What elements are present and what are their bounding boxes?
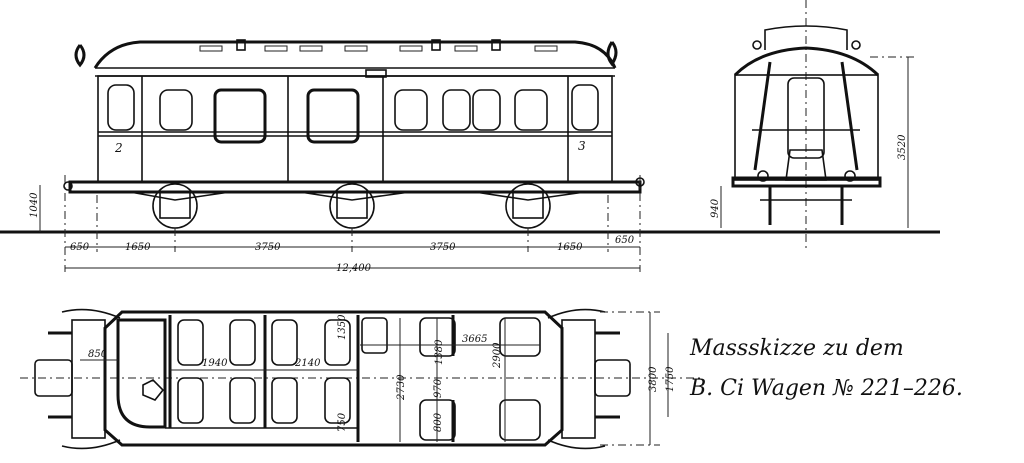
dim-label: 3750 — [255, 242, 281, 253]
dim-end-height: 3520 — [897, 134, 908, 160]
dim-label: 1650 — [125, 242, 151, 253]
dim-label: 1350 — [337, 314, 348, 340]
dim-label: 3750 — [430, 242, 456, 253]
dim-label: 3800 — [648, 366, 659, 392]
dim-label: 1940 — [202, 358, 228, 369]
dim-label: 3665 — [462, 334, 487, 345]
dim-height: 1040 — [29, 192, 40, 218]
dim-label: 2730 — [396, 374, 407, 401]
dim-label: 1750 — [665, 366, 676, 392]
dim-label: 970 — [433, 378, 444, 398]
dim-label: 1650 — [557, 242, 583, 253]
dim-label: 650 — [70, 242, 90, 253]
roof-lights — [199, 39, 558, 78]
drawing-title-line2: B. Ci Wagen № 221–226. — [689, 376, 963, 401]
plan-view: 850 1940 2140 1350 3665 1380 2900 2730 9… — [20, 308, 700, 450]
dim-label: 650 — [615, 235, 635, 246]
compartment-number: 3 — [578, 139, 586, 153]
side-dimensions: 1040 650 1650 3750 3750 1650 650 12,400 — [29, 175, 641, 274]
drawing-title-line1: Massskizze zu dem — [689, 336, 904, 361]
side-view: 2 3 1040 650 1650 3750 3750 1650 650 — [0, 39, 940, 274]
dim-overall-length: 12,400 — [336, 263, 372, 274]
dim-label: 2140 — [294, 358, 321, 369]
dim-label: 850 — [88, 349, 108, 360]
compartment-number: 2 — [114, 141, 123, 155]
end-view: 3520 940 — [710, 0, 915, 250]
dim-label: 750 — [337, 412, 348, 432]
dim-label: 800 — [433, 412, 444, 432]
plan-dimensions: 850 1940 2140 1350 3665 1380 2900 2730 9… — [88, 311, 676, 446]
dim-floor-height: 940 — [710, 198, 721, 218]
side-windows — [107, 84, 599, 144]
dim-label: 2900 — [492, 342, 503, 369]
dim-label: 1380 — [434, 339, 445, 365]
